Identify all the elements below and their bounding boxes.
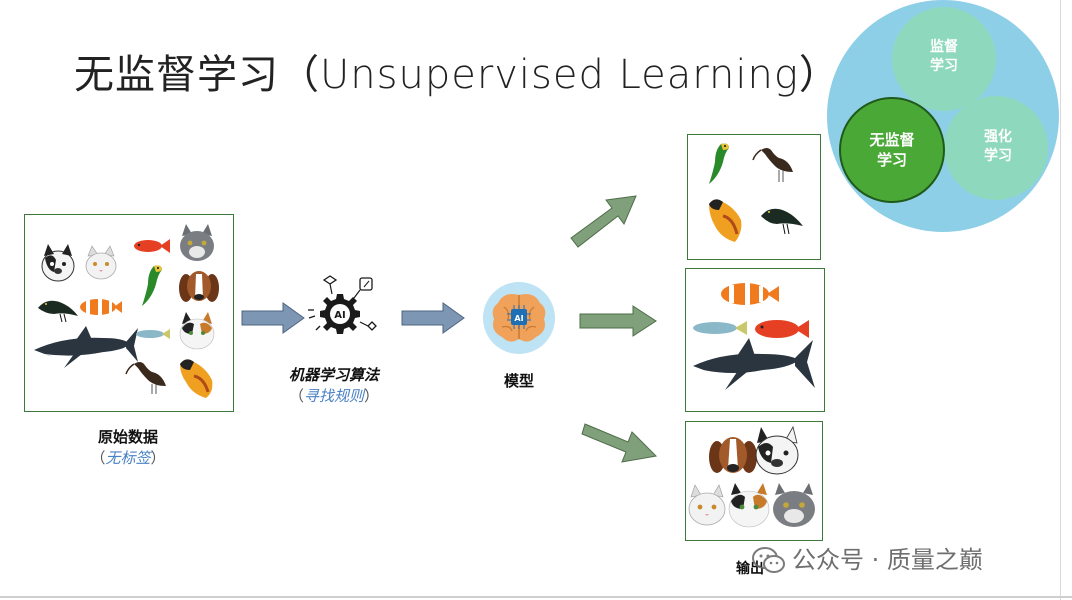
arrow-down-right <box>581 423 658 463</box>
output-fish <box>693 283 815 390</box>
venn-supervised-label: 监督 <box>930 38 958 55</box>
shark-icon <box>693 338 815 390</box>
bird-icon <box>142 265 162 306</box>
raw-data-animals <box>34 224 219 398</box>
algorithm-sublabel: 寻找规则 <box>303 387 364 405</box>
raw-data-label: 原始数据 <box>97 428 158 446</box>
arrow-right <box>579 305 657 337</box>
algorithm-chip-text: AI <box>334 310 345 321</box>
dog-icon <box>709 437 757 473</box>
venn-unsupervised-circle <box>839 97 945 203</box>
raw-data-sublabel: 无标签 <box>105 449 151 467</box>
bird-icon <box>180 359 213 398</box>
bird-icon <box>709 143 729 184</box>
fish-icon <box>136 329 170 339</box>
bird-icon <box>752 148 793 182</box>
cat-icon <box>773 483 815 527</box>
bird-icon <box>709 199 742 242</box>
paren: （ <box>288 387 304 405</box>
fish-icon <box>755 320 809 338</box>
dog-icon <box>755 425 799 475</box>
cat-icon <box>85 245 117 280</box>
algorithm-caption: 机器学习算法 （寻找规则） <box>272 364 396 406</box>
arrow-up-right <box>570 195 637 248</box>
venn-unsupervised-label: 无监督 <box>868 131 914 149</box>
arrow-right <box>241 302 305 334</box>
model-chip-text: AI <box>514 314 523 323</box>
output-birds <box>709 143 803 242</box>
bird-icon <box>125 362 166 394</box>
model-label: 模型 <box>503 372 534 390</box>
model-caption: 模型 <box>480 370 558 391</box>
paren: ） <box>364 387 380 405</box>
wechat-icon <box>752 547 785 573</box>
fish-icon <box>80 299 122 315</box>
paren: ） <box>150 449 166 467</box>
venn-reinforcement-circle <box>944 96 1048 200</box>
fish-icon <box>134 239 170 253</box>
algorithm-label: 机器学习算法 <box>288 366 379 384</box>
arrow-right <box>401 302 465 334</box>
venn-diagram: 监督 学习 无监督 学习 强化 学习 <box>827 0 1059 232</box>
cat-icon <box>179 312 215 350</box>
page-title: 无监督学习（Unsupervised Learning） <box>74 52 840 98</box>
cat-icon <box>728 483 770 528</box>
bird-icon <box>38 300 78 323</box>
fish-icon <box>721 283 779 305</box>
venn-reinforcement-label: 强化 <box>984 128 1012 145</box>
slide-border <box>1060 0 1061 600</box>
output-pets <box>688 425 815 528</box>
venn-reinforcement-label: 学习 <box>984 147 1012 164</box>
paren: （ <box>90 449 106 467</box>
raw-data-caption: 原始数据 （无标签） <box>24 426 232 468</box>
shark-icon <box>34 326 138 368</box>
gear-icon: AI <box>308 275 377 334</box>
cat-icon <box>180 224 214 261</box>
watermark: 公众号 · 质量之巅 <box>752 540 983 576</box>
output-box-birds <box>687 134 821 260</box>
watermark-text: 公众号 · 质量之巅 <box>792 546 983 574</box>
slide-border <box>0 596 1072 598</box>
dog-icon <box>179 271 219 302</box>
fish-icon <box>693 321 747 335</box>
cat-icon <box>688 484 726 526</box>
bird-icon <box>761 208 803 235</box>
venn-supervised-label: 学习 <box>930 57 958 74</box>
brain-icon: AI <box>483 282 555 354</box>
venn-supervised-circle <box>892 7 996 111</box>
dog-icon <box>41 244 75 282</box>
venn-unsupervised-label: 学习 <box>877 151 907 169</box>
